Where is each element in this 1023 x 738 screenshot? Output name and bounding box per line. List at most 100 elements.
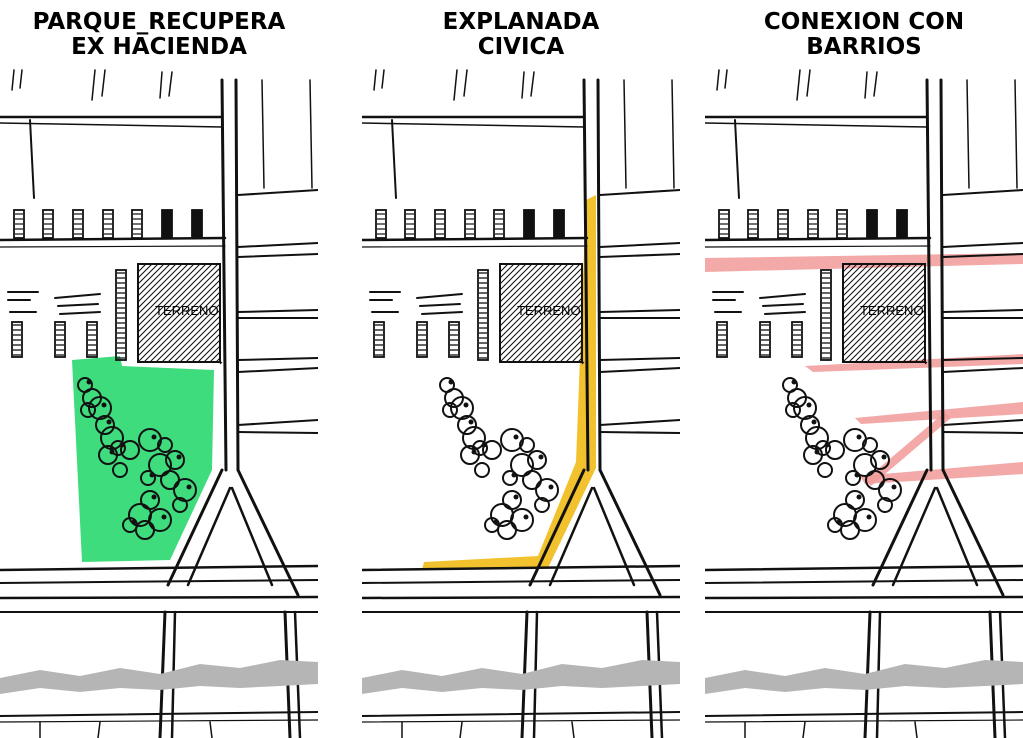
road-line — [0, 236, 227, 242]
street-line — [671, 79, 675, 189]
hatch-line — [499, 263, 551, 315]
road-line — [734, 119, 740, 199]
hatch-line — [499, 263, 575, 339]
building-block — [759, 321, 771, 358]
tree-icon — [825, 440, 845, 460]
street-line — [942, 367, 1023, 373]
tree-dot — [176, 454, 182, 460]
building-outline — [448, 321, 460, 358]
hatch-line — [499, 279, 583, 363]
sketch-tick — [716, 69, 720, 91]
tree-icon — [482, 440, 502, 460]
building-block — [54, 321, 66, 358]
street-line — [237, 242, 318, 248]
street-line — [942, 242, 1023, 248]
tree-icon — [88, 396, 112, 420]
hatch-line — [842, 263, 894, 315]
sketch-tick — [97, 721, 101, 738]
road-line — [705, 711, 1023, 717]
tree-icon — [457, 415, 477, 435]
hatch-line — [878, 315, 926, 363]
tree-icon — [460, 445, 480, 465]
road-line — [29, 119, 35, 199]
hatch-line — [219, 361, 223, 365]
hatch-line — [137, 263, 177, 303]
building-roof — [759, 293, 806, 299]
avenue-line — [236, 468, 300, 597]
sketch-tick — [19, 69, 23, 89]
hatch-line — [842, 263, 924, 345]
sketch-map: TERRENO — [362, 69, 680, 738]
terreno-hatch — [842, 263, 928, 365]
avenue-line — [941, 468, 1005, 597]
street-line — [599, 309, 680, 313]
tree-dot — [131, 519, 137, 525]
neighborhood-connection — [860, 462, 1023, 484]
tree-dot — [836, 519, 842, 525]
hatch-line — [902, 339, 926, 363]
tree-dot — [814, 449, 820, 455]
tree-dot — [151, 494, 157, 500]
street-line — [599, 431, 680, 434]
tree-icon — [450, 396, 474, 420]
sketch-tick — [209, 721, 213, 738]
building-strip — [404, 209, 416, 239]
river-band — [362, 660, 680, 694]
tree-icon — [817, 462, 833, 478]
building-outline — [13, 209, 25, 239]
main-road — [705, 579, 1023, 584]
hatch-line — [137, 273, 221, 357]
road-line — [362, 711, 680, 717]
terreno-label: TERRENO — [155, 303, 219, 318]
building-outline — [477, 269, 489, 361]
main-road — [362, 564, 680, 572]
hatch-line — [890, 327, 926, 363]
street-line — [237, 367, 318, 373]
hatch-line — [167, 309, 221, 363]
tree-icon — [522, 470, 542, 490]
sketch-tick — [802, 721, 806, 738]
street-line — [942, 357, 1023, 361]
hatch-line — [511, 291, 583, 363]
hatch-line — [179, 321, 221, 363]
sketch-tick — [914, 721, 918, 738]
hatch-line — [137, 267, 221, 351]
tree-dot — [493, 519, 499, 525]
building-outline — [777, 209, 789, 239]
hatch-line — [842, 263, 906, 327]
sketch-tick — [864, 71, 868, 99]
avenue-line — [925, 78, 933, 472]
hatch-line — [884, 321, 926, 363]
building-outline — [747, 209, 759, 239]
tree-icon — [785, 402, 801, 418]
road-line — [0, 719, 318, 723]
main-road — [362, 595, 680, 600]
avenue-line — [582, 78, 590, 472]
tree-dot — [471, 449, 477, 455]
building-roof — [764, 311, 806, 315]
building-outline — [42, 209, 54, 239]
avenue-line — [592, 486, 636, 587]
building-block — [791, 321, 803, 358]
tree-icon — [502, 490, 522, 510]
road-line — [362, 245, 588, 248]
sketch-tick — [373, 69, 377, 91]
title-line-1: PARQUE_RECUPERA — [32, 9, 286, 35]
avenue-line — [891, 486, 937, 587]
terreno-label: TERRENO — [860, 303, 924, 318]
building-strip — [464, 209, 476, 239]
hatch-line — [872, 309, 926, 363]
hatch-line — [499, 267, 583, 351]
sketch-tick — [91, 69, 96, 101]
river-band — [705, 660, 1023, 694]
hatch-line — [203, 345, 221, 363]
hatch-line — [137, 263, 207, 333]
hatch-line — [848, 285, 926, 363]
street-line — [942, 189, 1023, 196]
street-line — [942, 253, 1023, 258]
terreno-label: TERRENO — [517, 303, 581, 318]
tree-dot — [811, 419, 817, 425]
tree-icon — [442, 402, 458, 418]
building-outline — [493, 209, 505, 239]
hatch-line — [499, 263, 539, 303]
